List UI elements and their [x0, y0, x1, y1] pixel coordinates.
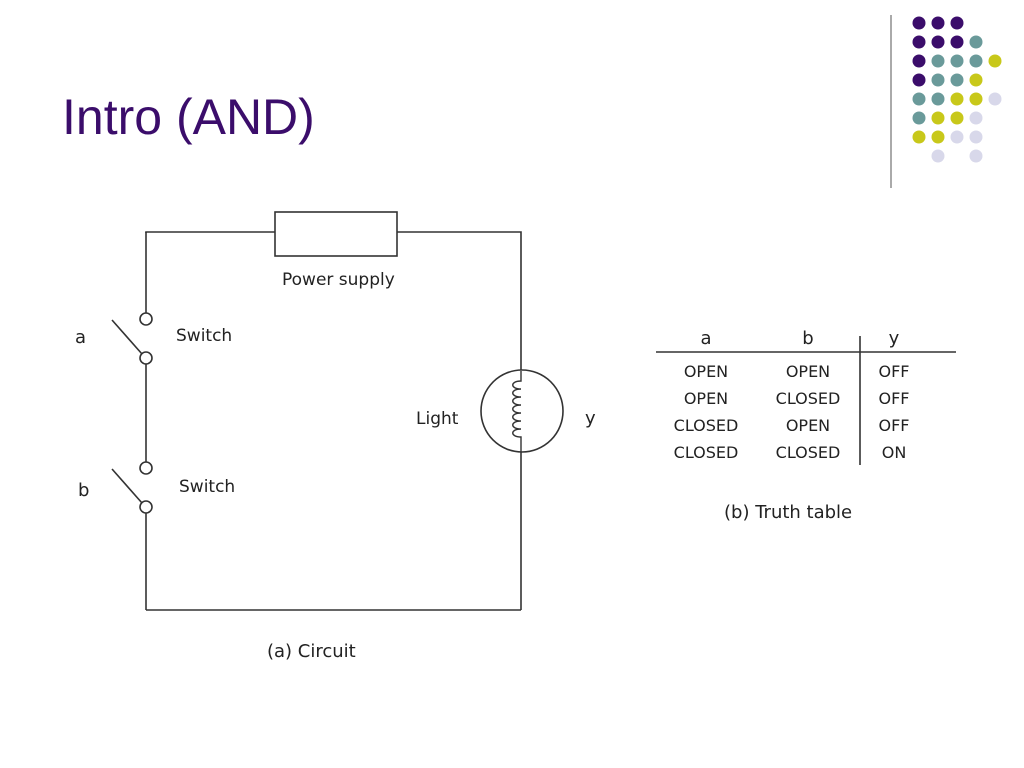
switch-b-top-contact: [139, 461, 153, 475]
truth-table-caption: (b) Truth table: [724, 502, 852, 523]
light-bulb: [480, 369, 564, 453]
truth-table-cell: OPEN: [684, 362, 728, 381]
decorative-dot: [969, 149, 983, 163]
decorative-dot: [931, 73, 945, 87]
decorative-dot: [969, 73, 983, 87]
decorative-dot: [931, 130, 945, 144]
decorative-dot: [912, 73, 926, 87]
switch-b-lever: [111, 468, 143, 504]
decorative-dot: [931, 35, 945, 49]
slide-title: Intro (AND): [62, 89, 315, 145]
switch-b-label: Switch: [179, 477, 235, 497]
decorative-dot: [988, 92, 1002, 106]
decorative-dot: [950, 54, 964, 68]
switch-a-lever: [111, 319, 143, 355]
decorative-dot: [912, 130, 926, 144]
decorative-dot: [931, 149, 945, 163]
decorative-dot: [950, 73, 964, 87]
light-bulb-outline: [480, 369, 564, 453]
truth-table-cell: OFF: [879, 389, 910, 408]
switch-a-top-contact: [139, 312, 153, 326]
wire-top-right: [397, 231, 522, 371]
decorative-dot: [969, 35, 983, 49]
decorative-dot: [931, 16, 945, 30]
decorative-dot: [969, 92, 983, 106]
power-supply-label: Power supply: [282, 270, 395, 290]
decorative-dot: [950, 35, 964, 49]
decorative-dot: [931, 92, 945, 106]
dot-group: [912, 16, 1002, 163]
decorative-dot: [912, 35, 926, 49]
circuit-caption: (a) Circuit: [267, 641, 356, 662]
truth-table-cell: OFF: [879, 362, 910, 381]
decorative-dot: [912, 54, 926, 68]
decorative-dot: [950, 111, 964, 125]
truth-table-cell: ON: [882, 443, 907, 462]
truth-table-header-b: b: [802, 328, 813, 349]
decorative-dot: [950, 92, 964, 106]
decorative-dot-grid: [890, 15, 1002, 188]
light-label: Light: [416, 409, 459, 429]
truth-table-cell: OPEN: [786, 416, 830, 435]
wire-top-left: [145, 231, 275, 233]
decorative-dot: [950, 130, 964, 144]
decorative-dot: [931, 54, 945, 68]
switch-b: [111, 461, 153, 514]
output-label: y: [585, 408, 596, 429]
decorative-dot: [912, 92, 926, 106]
decorative-dot: [912, 16, 926, 30]
truth-table-cell: OPEN: [786, 362, 830, 381]
truth-table-cell: CLOSED: [776, 389, 841, 408]
decorative-dot: [969, 111, 983, 125]
light-bulb-coil: [512, 371, 522, 452]
decorative-dot: [988, 54, 1002, 68]
switch-a-name: a: [75, 327, 86, 348]
decorative-dot: [950, 16, 964, 30]
switch-a-bottom-contact: [139, 351, 153, 365]
truth-table-cell: OPEN: [684, 389, 728, 408]
switch-b-bottom-contact: [139, 500, 153, 514]
switch-b-name: b: [78, 480, 89, 501]
truth-table-header-a: a: [700, 328, 711, 349]
truth-table-header-y: y: [889, 328, 900, 349]
decorative-dot: [912, 111, 926, 125]
truth-table-cell: CLOSED: [674, 443, 739, 462]
switch-a-label: Switch: [176, 326, 232, 346]
truth-table-cell: CLOSED: [674, 416, 739, 435]
truth-table-cell: CLOSED: [776, 443, 841, 462]
decorative-dot: [931, 111, 945, 125]
decorative-dot: [969, 130, 983, 144]
decorative-dot: [969, 54, 983, 68]
switch-a: [111, 312, 153, 365]
power-supply-box: [274, 211, 398, 257]
truth-table-cell: OFF: [879, 416, 910, 435]
